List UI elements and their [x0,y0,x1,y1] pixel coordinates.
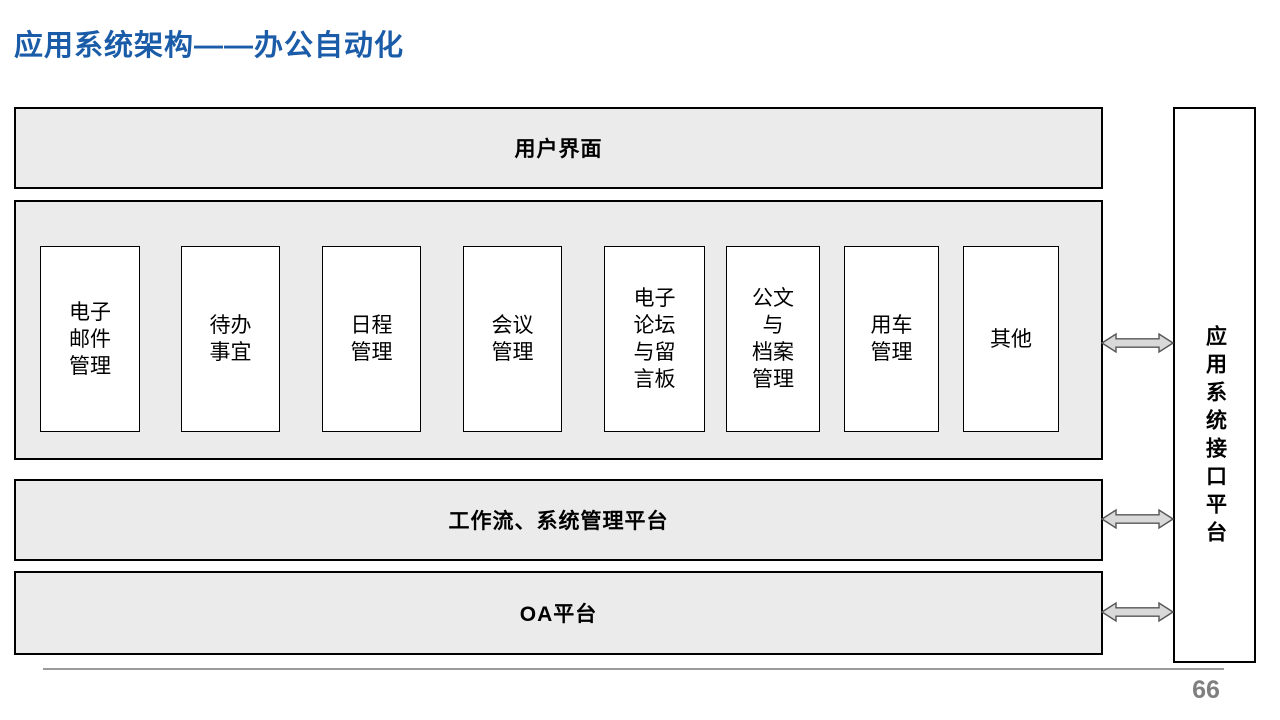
module-vehicle-management: 用车 管理 [844,246,939,432]
module-forum-message-board: 电子 论坛 与留 言板 [604,246,705,432]
module-schedule-management: 日程 管理 [322,246,421,432]
module-label: 电子 论坛 与留 言板 [633,287,676,391]
modules-container: 电子 邮件 管理 待办 事宜 日程 管理 会议 管理 电子 论坛 与留 言板 公… [14,200,1103,460]
module-label: 日程 管理 [350,314,393,364]
module-email-management: 电子 邮件 管理 [40,246,140,432]
bidirectional-arrow-icon [1101,332,1174,354]
module-label: 待办 事宜 [209,314,252,364]
workflow-platform-layer: 工作流、系统管理平台 [14,479,1103,561]
user-interface-label: 用户界面 [514,138,603,161]
module-label: 电子 邮件 管理 [69,300,111,378]
app-interface-platform-box: 应用系统接口平台 [1173,107,1256,663]
workflow-platform-label: 工作流、系统管理平台 [448,510,669,533]
app-interface-platform-label: 应用系统接口平台 [1203,325,1227,549]
bidirectional-arrow-icon [1101,601,1174,623]
oa-platform-label: OA平台 [519,603,598,626]
module-todo-items: 待办 事宜 [181,246,280,432]
module-label: 用车 管理 [870,314,913,364]
module-document-archive-management: 公文 与 档案 管理 [726,246,820,432]
module-meeting-management: 会议 管理 [463,246,562,432]
connector-bottom [1101,601,1174,623]
module-label: 会议 管理 [491,314,534,364]
footer-divider [43,668,1224,670]
module-label: 公文 与 档案 管理 [752,287,794,391]
connector-middle [1101,508,1174,530]
slide-title: 应用系统架构——办公自动化 [14,30,405,62]
module-label: 其他 [990,327,1032,351]
page-number: 66 [1192,676,1220,704]
module-other: 其他 [963,246,1059,432]
connector-top [1101,332,1174,354]
oa-platform-layer: OA平台 [14,571,1103,655]
user-interface-layer: 用户界面 [14,107,1103,189]
bidirectional-arrow-icon [1101,508,1174,530]
